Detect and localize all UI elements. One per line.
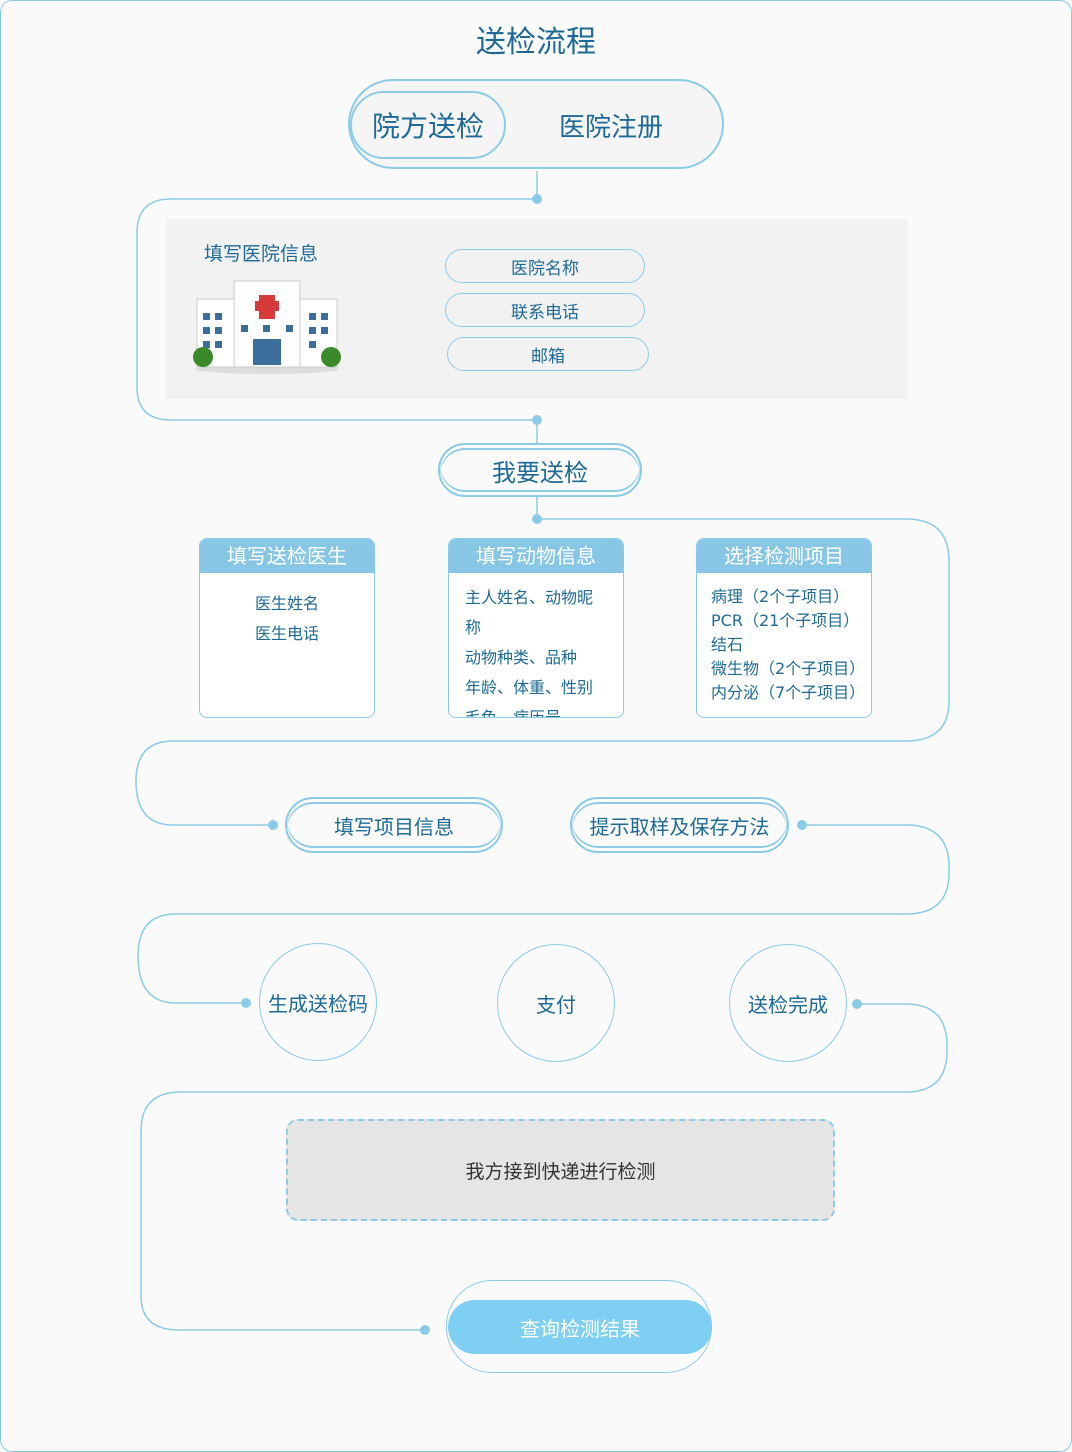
card-title: 填写送检医生 <box>200 539 374 573</box>
connector-dot <box>852 999 862 1009</box>
card-item: 动物种类、品种 <box>465 648 578 667</box>
card-item: 医生电话 <box>254 624 319 643</box>
tab-hospital-register[interactable]: 医院注册 <box>558 113 663 143</box>
hospital-name-field[interactable]: 医院名称 <box>445 249 645 283</box>
card-item: 医生姓名 <box>254 594 319 613</box>
connector-dot <box>532 194 542 204</box>
card-title: 填写动物信息 <box>449 539 623 573</box>
sampling-method-button[interactable]: 提示取样及保存方法 <box>570 797 789 853</box>
connector-dot <box>420 1325 430 1335</box>
card-title: 选择检测项目 <box>697 539 871 573</box>
connector <box>136 171 538 444</box>
email-field[interactable]: 邮箱 <box>447 337 649 371</box>
tab-hospital-submit[interactable]: 院方送检 <box>350 91 506 159</box>
generate-code-step[interactable]: 生成送检码 <box>259 943 377 1061</box>
card-item: 微生物（2个子项目） <box>711 659 866 678</box>
hospital-building-icon <box>193 280 341 374</box>
contact-phone-field[interactable]: 联系电话 <box>445 293 645 327</box>
connector-dot <box>532 415 542 425</box>
connector <box>137 824 950 1004</box>
query-results-button[interactable]: 查询检测结果 <box>448 1300 712 1354</box>
connector <box>140 1003 948 1331</box>
connector-dot <box>532 514 542 524</box>
connector-dot <box>241 998 251 1008</box>
test-items-card: 选择检测项目 病理（2个子项目） PCR（21个子项目） 结石 微生物（2个子项… <box>696 538 872 718</box>
fill-project-info-button[interactable]: 填写项目信息 <box>285 797 503 853</box>
card-item: 年龄、体重、性别 <box>465 678 594 697</box>
card-item: 病理（2个子项目） <box>711 587 850 606</box>
card-item: 内分泌（7个子项目） <box>711 683 866 702</box>
payment-step[interactable]: 支付 <box>497 944 615 1062</box>
submission-complete-step[interactable]: 送检完成 <box>729 944 847 1062</box>
receive-and-test-box: 我方接到快递进行检测 <box>286 1119 835 1221</box>
tab-group <box>348 79 724 169</box>
page-title: 送检流程 <box>476 25 596 60</box>
card-item: 结石 <box>711 635 744 654</box>
connector-dot <box>268 820 278 830</box>
connector-dot <box>797 820 807 830</box>
submit-sample-button[interactable]: 我要送检 <box>438 443 642 497</box>
card-item: PCR（21个子项目） <box>711 611 860 630</box>
connector <box>135 497 950 826</box>
hospital-info-heading: 填写医院信息 <box>204 243 319 265</box>
doctor-card: 填写送检医生 医生姓名 医生电话 <box>199 538 375 718</box>
animal-card: 填写动物信息 主人姓名、动物昵称 动物种类、品种 年龄、体重、性别 毛色、病历号 <box>448 538 624 718</box>
card-item: 毛色、病历号 <box>465 708 562 718</box>
card-item: 主人姓名、动物昵称 <box>465 588 594 637</box>
